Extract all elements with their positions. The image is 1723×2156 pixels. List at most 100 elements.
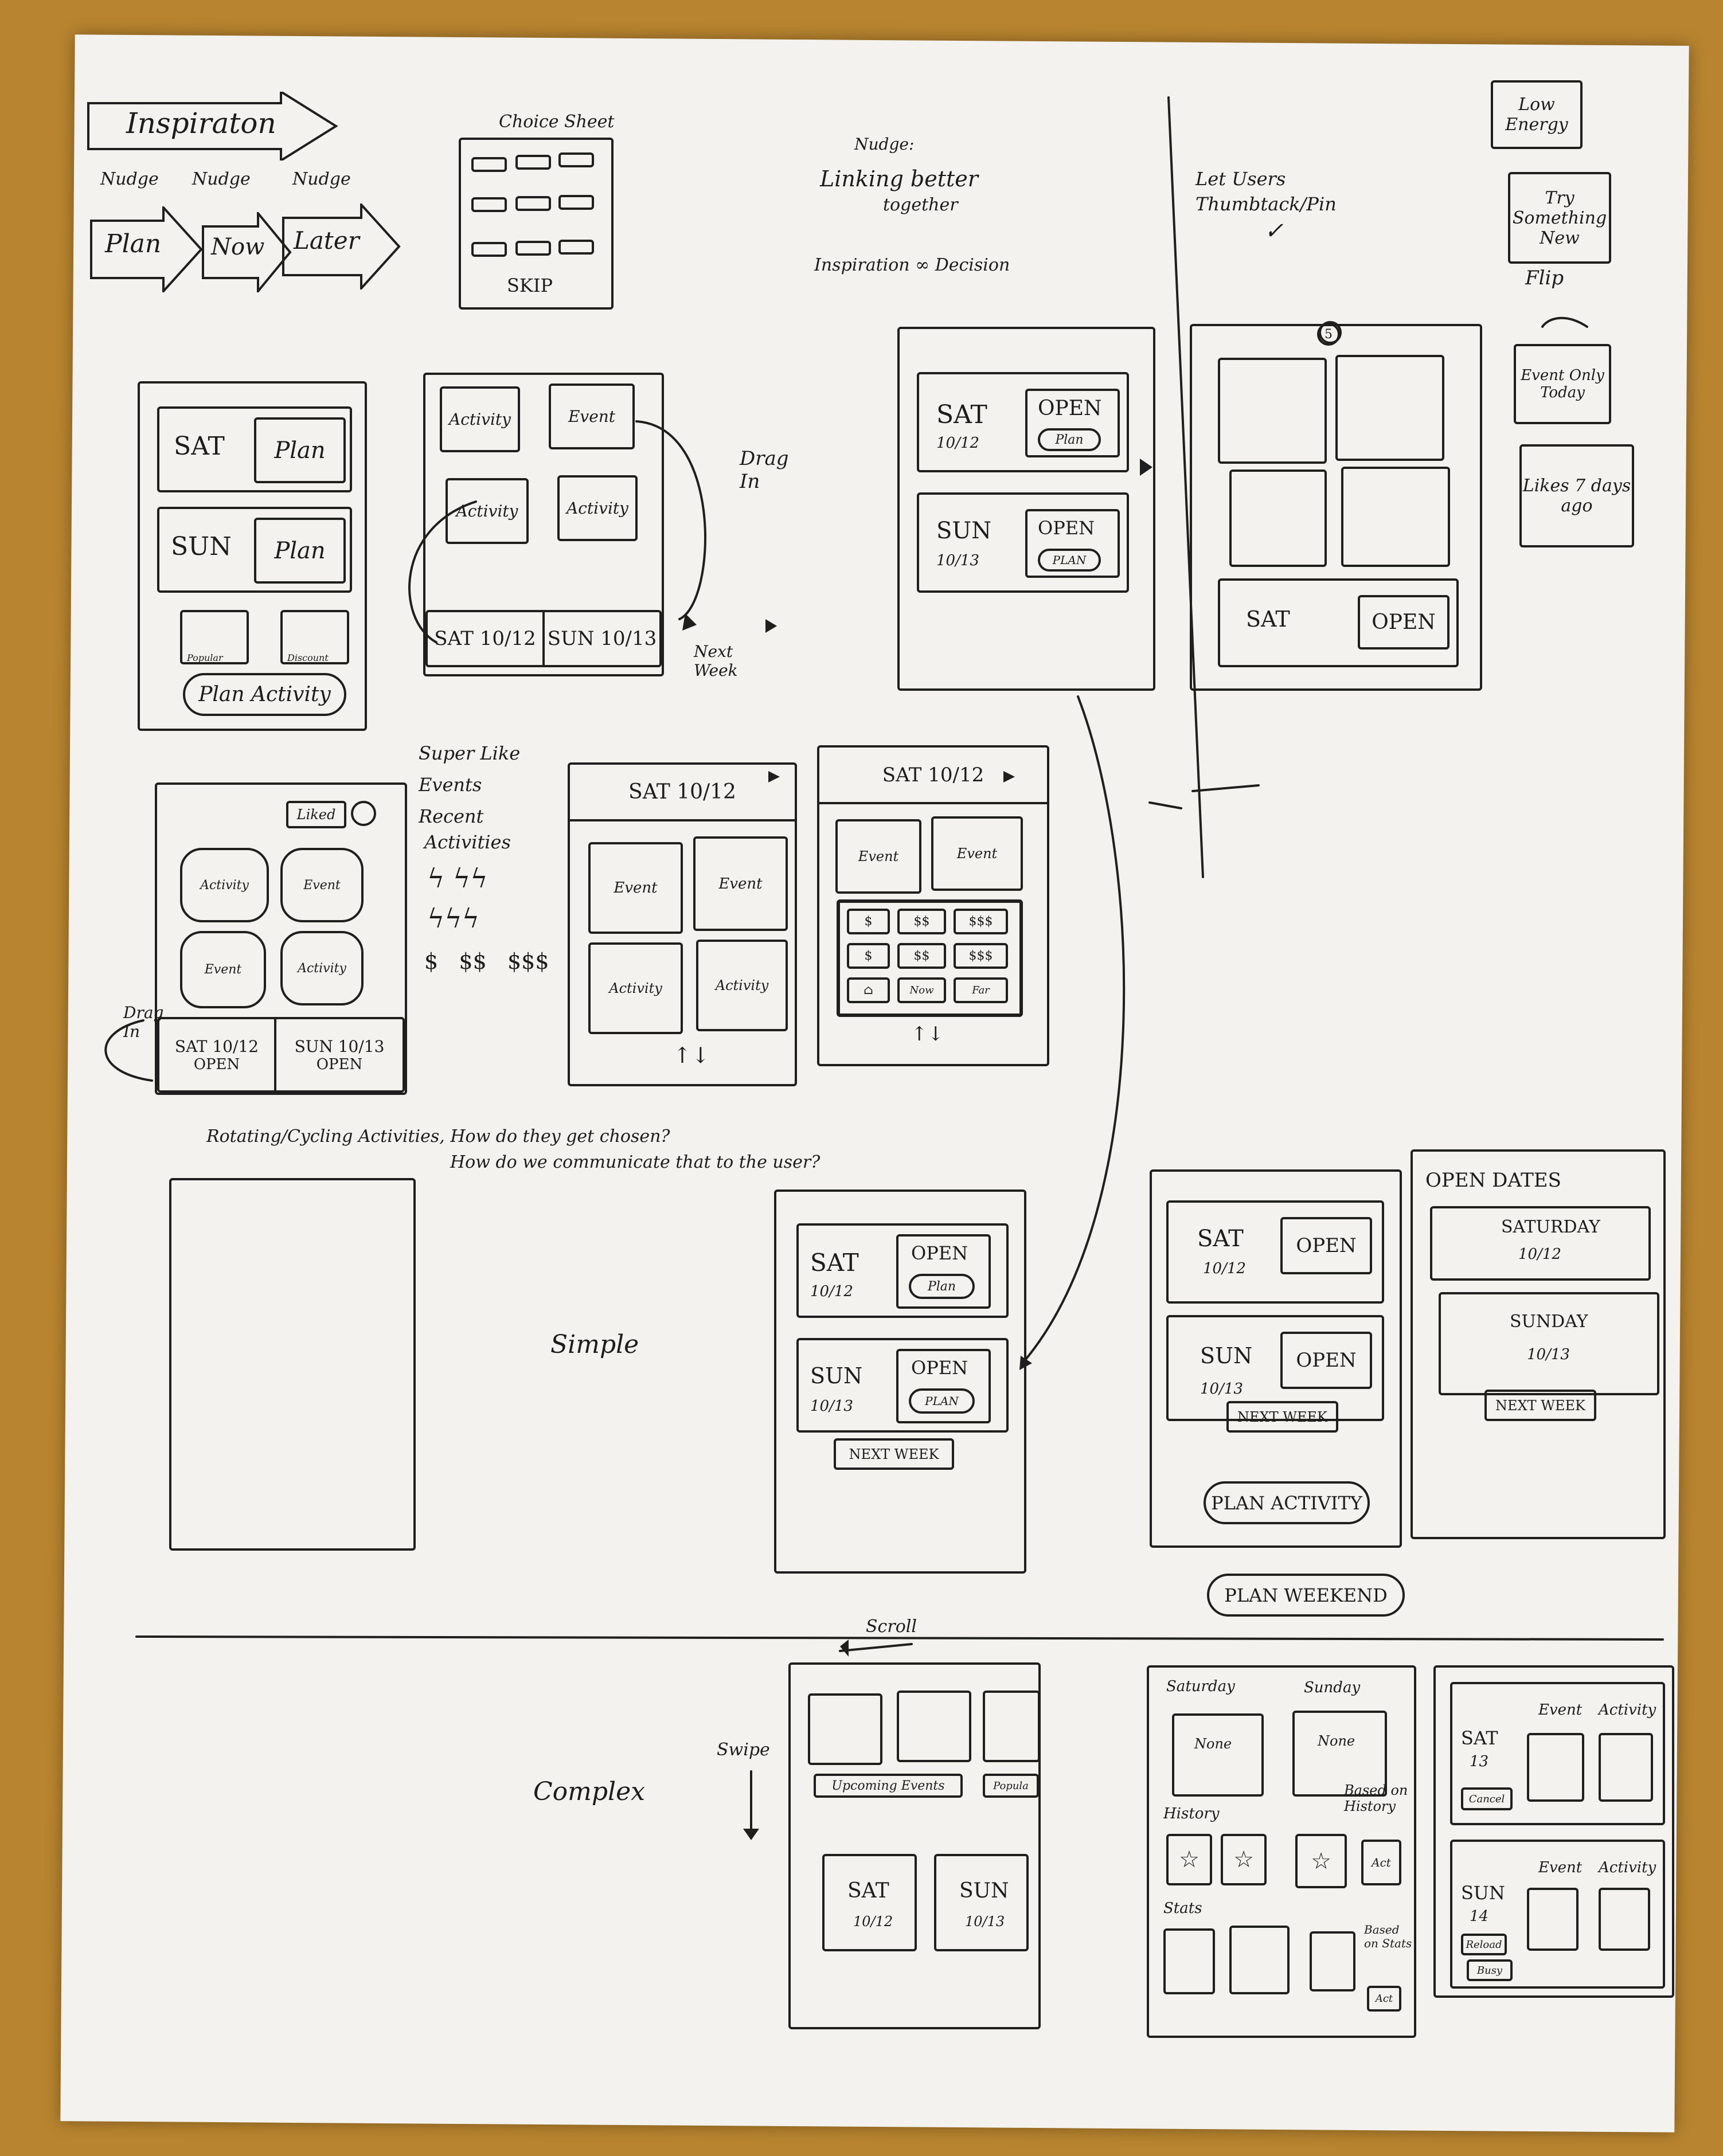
activity-slot[interactable] <box>1599 1733 1653 1802</box>
stats-chart[interactable] <box>1163 1928 1215 1994</box>
sort-arrows-icon[interactable]: ↑↓ <box>673 1043 710 1068</box>
plan-pill[interactable]: Plan <box>909 1274 975 1299</box>
plan-pill[interactable]: Plan <box>1038 428 1101 451</box>
event-card[interactable]: Event <box>588 842 683 934</box>
activity-card[interactable]: Activity <box>180 848 269 922</box>
sat-plan-button[interactable]: Plan <box>254 417 346 483</box>
choice-option[interactable] <box>515 241 551 256</box>
choice-option[interactable] <box>471 157 507 172</box>
low-energy-card[interactable]: Low Energy <box>1491 80 1583 149</box>
plan-activity-button[interactable]: PLAN ACTIVITY <box>1204 1481 1370 1524</box>
event-card[interactable]: Event <box>693 836 788 931</box>
sat-open-slot[interactable]: OPEN <box>1358 595 1449 649</box>
sat-open-slot[interactable]: OPEN Plan <box>896 1234 991 1309</box>
sun-open-slot[interactable]: OPEN <box>1280 1332 1372 1389</box>
sat-open-slot[interactable]: OPEN Plan <box>1025 389 1120 457</box>
event-today-card[interactable]: Event Only Today <box>1514 344 1611 424</box>
sat-open-slot[interactable]: OPEN <box>1280 1217 1372 1274</box>
choice-option[interactable] <box>471 197 507 212</box>
popular-card[interactable]: Popular <box>180 610 249 664</box>
sun-drop-zone[interactable]: SUN 10/13 OPEN <box>276 1019 403 1090</box>
next-week-button[interactable]: NEXT WEEK <box>834 1438 954 1470</box>
plan-pill[interactable]: PLAN <box>1038 549 1101 572</box>
stats-chart[interactable] <box>1310 1931 1355 1991</box>
busy-button[interactable]: Busy <box>1467 1959 1513 1981</box>
upcoming-label: Upcoming Events <box>831 1778 945 1793</box>
reload-button[interactable]: Reload <box>1461 1934 1507 1955</box>
event-card[interactable]: Event <box>280 848 364 922</box>
sat-drop-zone[interactable]: SAT 10/12 <box>428 612 545 665</box>
sunday-slot[interactable]: None <box>1292 1711 1387 1797</box>
sun-open-slot[interactable]: OPEN PLAN <box>896 1349 991 1423</box>
event-card[interactable]: Event <box>549 384 635 449</box>
next-week-button[interactable]: NEXT WEEK <box>1484 1390 1596 1421</box>
activity-card[interactable]: Activity <box>446 478 529 544</box>
sun-card[interactable]: SUN 10/13 <box>934 1854 1029 1951</box>
activity-card[interactable]: Activity <box>588 942 683 1034</box>
far-filter-button[interactable]: Far <box>954 977 1008 1003</box>
history-item[interactable]: ☆ <box>1166 1834 1212 1885</box>
choice-option[interactable] <box>558 152 594 167</box>
upcoming-card[interactable] <box>897 1691 971 1762</box>
plan-weekend-button[interactable]: PLAN WEEKEND <box>1207 1574 1405 1617</box>
price-filter-3[interactable]: $$$ <box>954 909 1008 934</box>
event-card[interactable]: Event <box>931 816 1023 891</box>
choice-option[interactable] <box>471 242 507 257</box>
try-new-card[interactable]: Try Something New <box>1508 172 1611 264</box>
sun-plan-button[interactable]: Plan <box>254 518 346 584</box>
open-label: OPEN <box>1038 517 1095 539</box>
event-slot[interactable] <box>1527 1888 1579 1951</box>
energy-filter-3[interactable]: $$$ <box>954 943 1008 969</box>
skip-button[interactable]: SKIP <box>507 275 553 296</box>
choice-option[interactable] <box>558 240 594 255</box>
plan-activity-button[interactable]: Plan Activity <box>183 673 346 716</box>
sat-row: SAT 10/12 OPEN Plan <box>796 1223 1009 1318</box>
choice-option[interactable] <box>515 155 551 170</box>
sat-drop-zone[interactable]: SAT 10/12 OPEN <box>159 1019 276 1090</box>
sun-date: 10/13 <box>1527 1346 1570 1363</box>
next-week-button[interactable]: NEXT WEEK <box>1226 1401 1338 1433</box>
pinned-card[interactable] <box>1335 355 1444 461</box>
activity-card[interactable]: Activity <box>696 940 788 1031</box>
energy-filter-1[interactable]: $ <box>847 943 890 969</box>
next-week-note[interactable]: Next Week <box>694 642 738 680</box>
liked-circle-icon[interactable] <box>351 801 376 826</box>
price-filter-1[interactable]: $ <box>847 909 890 934</box>
choice-option[interactable] <box>558 195 594 210</box>
plan-pill[interactable]: PLAN <box>909 1388 975 1414</box>
near-filter-button[interactable]: Now <box>897 977 946 1003</box>
popular-card[interactable] <box>983 1691 1040 1762</box>
saturday-slot[interactable]: None <box>1172 1713 1264 1797</box>
history-item[interactable]: ☆ <box>1295 1834 1347 1888</box>
sunday-date-card[interactable]: SUNDAY 10/13 <box>1439 1292 1659 1395</box>
pinned-card[interactable] <box>1218 358 1327 464</box>
activity-card[interactable]: Activity <box>557 475 638 541</box>
likes-card[interactable]: Likes 7 days ago <box>1519 444 1634 547</box>
activity-card[interactable]: Activity <box>280 931 364 1005</box>
history-suggestion[interactable]: Act <box>1361 1840 1401 1885</box>
sun-date: 10/13 <box>936 552 979 569</box>
upcoming-card[interactable] <box>808 1693 882 1765</box>
cancel-button[interactable]: Cancel <box>1461 1787 1513 1810</box>
liked-toggle[interactable]: Liked <box>286 801 346 828</box>
activity-slot[interactable] <box>1599 1888 1650 1951</box>
pinned-card[interactable] <box>1341 467 1450 567</box>
history-item[interactable]: ☆ <box>1221 1834 1267 1885</box>
activity-card[interactable]: Activity <box>440 386 520 452</box>
sun-open-slot[interactable]: OPEN PLAN <box>1025 509 1120 578</box>
home-filter-button[interactable]: ⌂ <box>847 977 890 1003</box>
stats-suggestion[interactable]: Act <box>1367 1986 1401 2012</box>
price-filter-2[interactable]: $$ <box>897 909 946 934</box>
sun-drop-zone[interactable]: SUN 10/13 <box>545 612 659 665</box>
event-card[interactable]: Event <box>180 931 266 1008</box>
choice-option[interactable] <box>515 196 551 211</box>
saturday-date-card[interactable]: SATURDAY 10/12 <box>1430 1206 1651 1281</box>
energy-filter-2[interactable]: $$ <box>897 943 946 969</box>
pinned-card[interactable] <box>1229 469 1327 567</box>
sort-arrows-icon[interactable]: ↑↓ <box>911 1023 944 1046</box>
stats-chart[interactable] <box>1229 1926 1290 1994</box>
event-card[interactable]: Event <box>835 819 921 894</box>
sat-card[interactable]: SAT 10/12 <box>822 1854 917 1951</box>
discount-card[interactable]: Discount <box>280 610 349 664</box>
event-slot[interactable] <box>1527 1733 1584 1802</box>
